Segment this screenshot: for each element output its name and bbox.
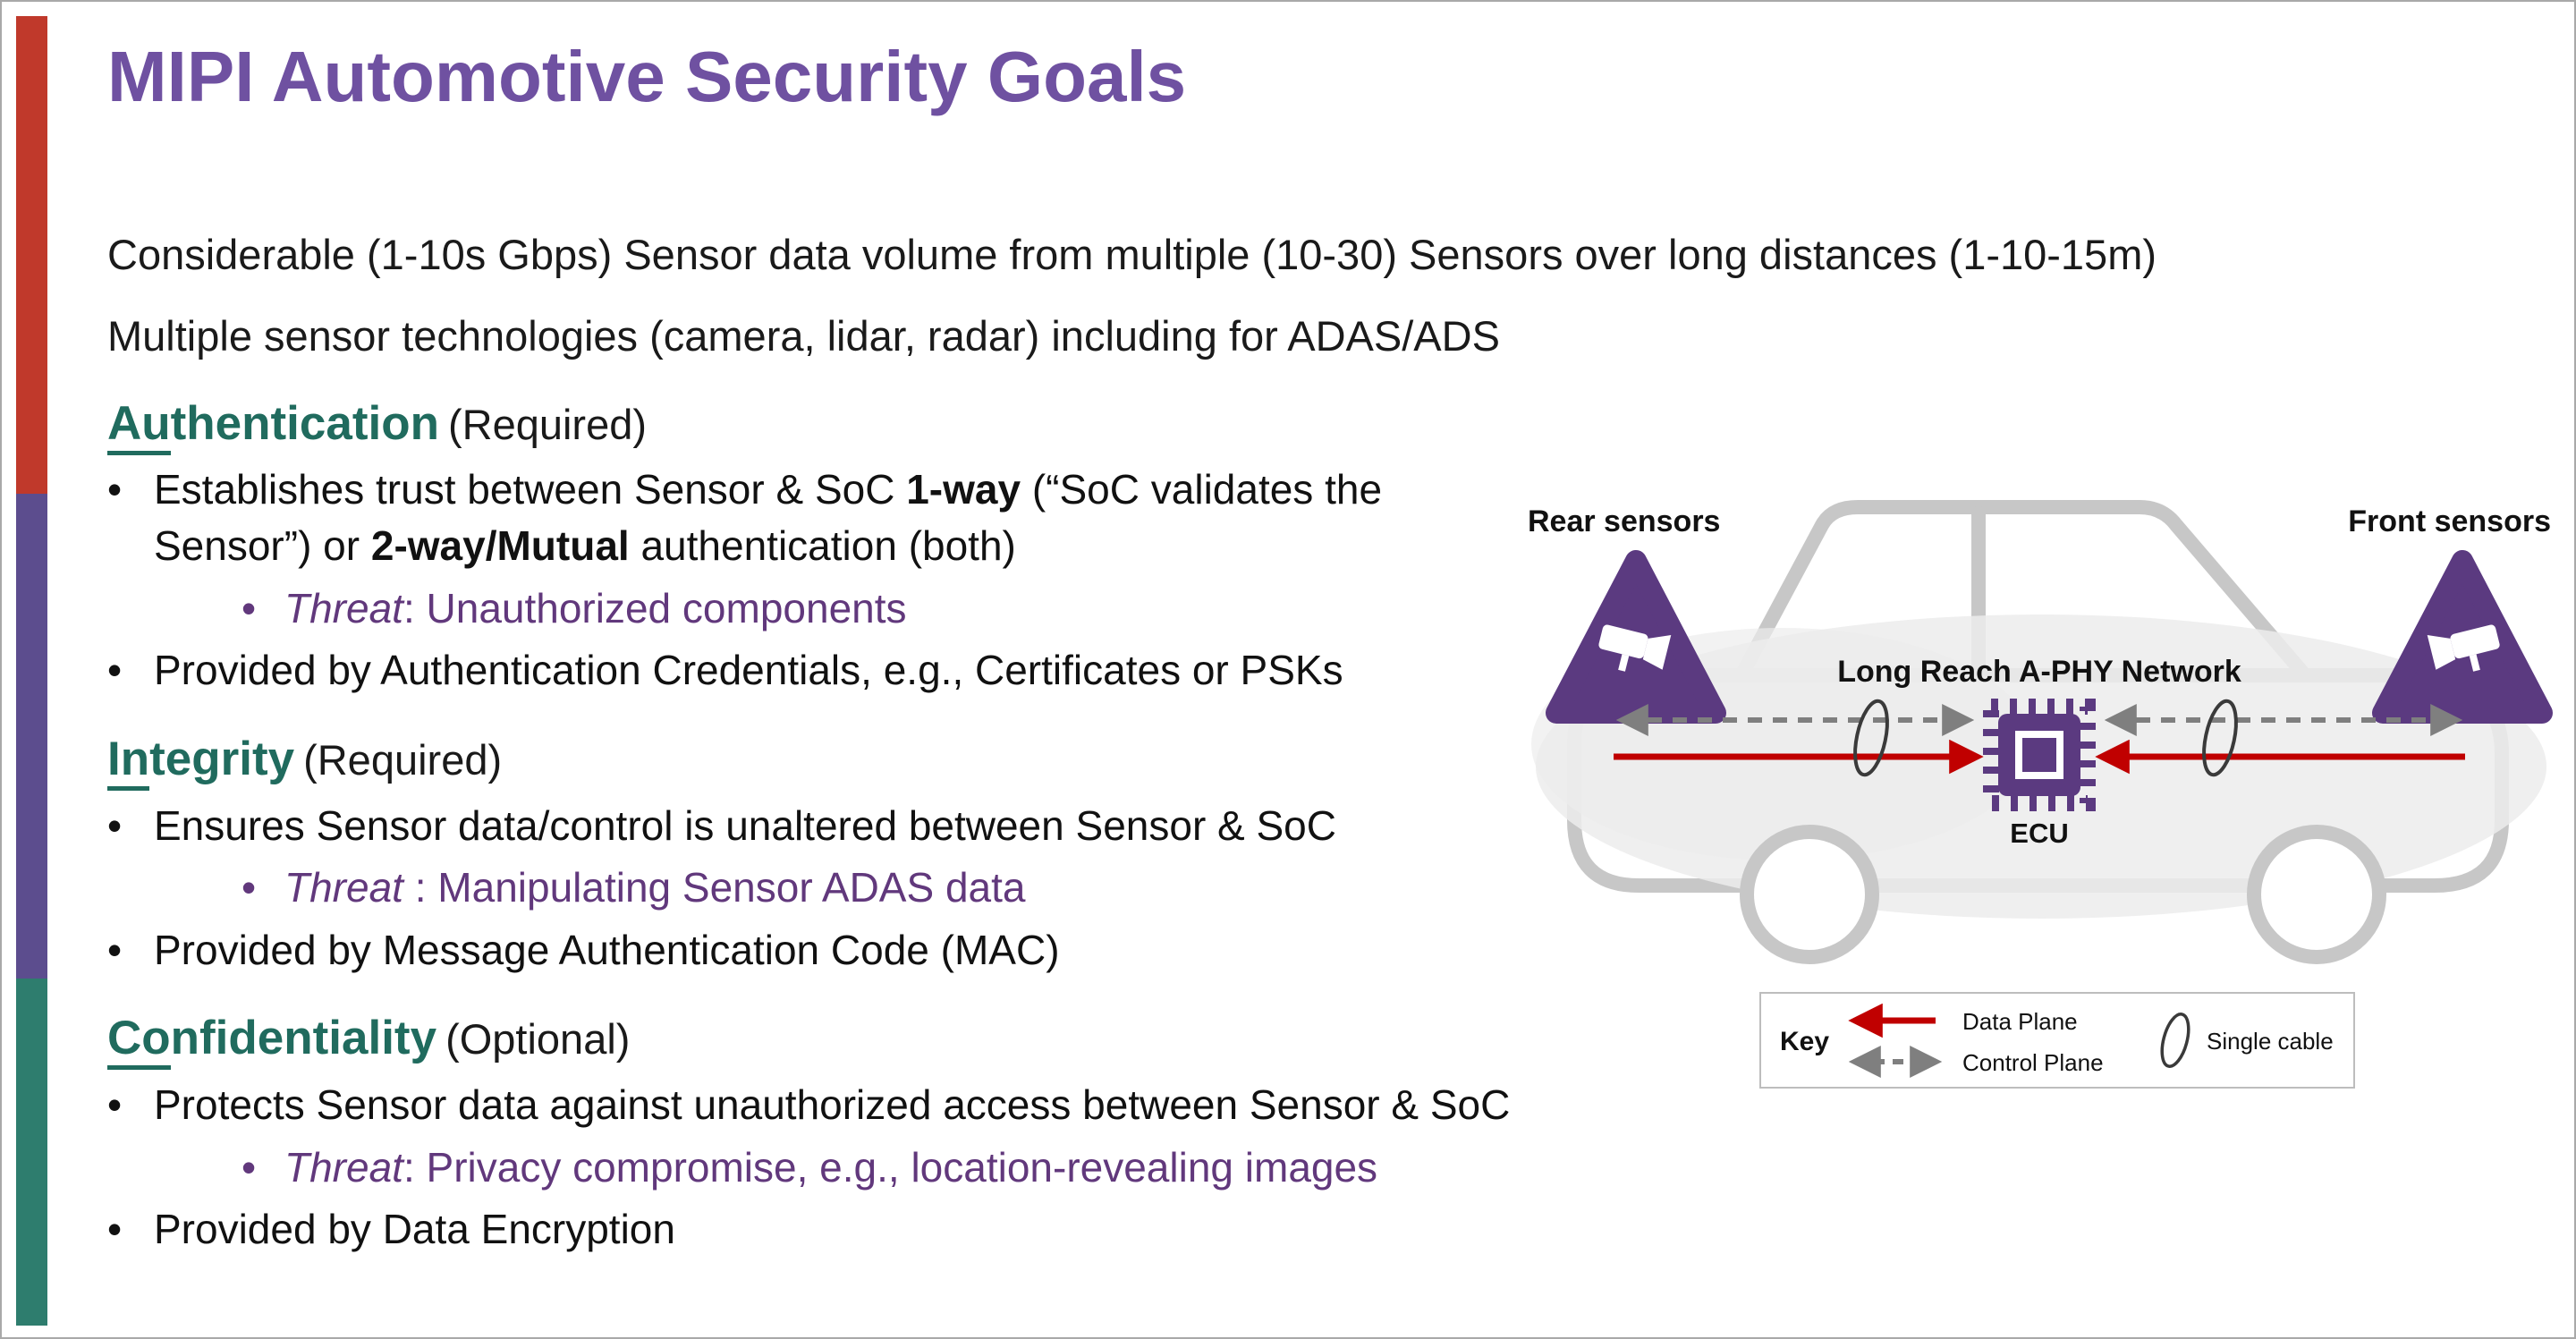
accent-bar-purple-segment	[16, 494, 47, 979]
bullet-item: • Provided by Data Encryption	[107, 1201, 1628, 1258]
bullet-marker: •	[242, 584, 257, 631]
rear-sensors-label: Rear sensors	[1528, 504, 1720, 538]
slide-content: MIPI Automotive Security Goals Considera…	[107, 38, 2522, 1264]
heading-rest: tegrity	[149, 732, 295, 785]
accent-bar-red-segment	[16, 16, 47, 495]
key-control-plane-label: Control Plane	[1962, 1049, 2104, 1076]
heading-rest: thentication	[170, 396, 439, 450]
intro-line-1: Considerable (1-10s Gbps) Sensor data vo…	[107, 231, 2157, 278]
bullet-marker: •	[107, 466, 123, 513]
bullet-text: Provided by Authentication Credentials, …	[154, 647, 1343, 694]
accent-bar-teal-segment	[16, 979, 47, 1326]
key-title: Key	[1780, 1027, 1829, 1056]
threat-bullet-item: • Threat: Privacy compromise, e.g., loca…	[242, 1140, 1628, 1196]
car-wheels	[1740, 825, 2386, 964]
intro-block: Considerable (1-10s Gbps) Sensor data vo…	[107, 229, 2522, 363]
section-heading-confidentiality: Confidentiality(Optional)	[107, 1012, 2522, 1071]
section-qualifier: (Required)	[303, 735, 503, 784]
section-heading-integrity: Integrity(Required)	[107, 732, 2522, 791]
key-single-cable-icon	[2160, 1013, 2190, 1068]
bullet-text: Provided by Message Authentication Code …	[154, 926, 1060, 973]
heading-underlined-letters: Au	[107, 396, 171, 455]
heading-rest: nfidentiality	[170, 1012, 437, 1065]
heading-underlined-letters: Co	[107, 1012, 171, 1071]
ecu-chip-icon	[1983, 699, 2096, 811]
bullet-marker: •	[107, 1081, 123, 1129]
key-legend: Key Data Plane Control Plane Single cabl…	[1759, 992, 2355, 1089]
bullet-text: Provided by Data Encryption	[154, 1206, 675, 1253]
threat-text: Threat: Unauthorized components	[284, 584, 907, 631]
front-sensors-label: Front sensors	[2348, 504, 2551, 538]
section-integrity: Integrity(Required) • Ensures Sensor dat…	[107, 732, 2522, 979]
ecu-label: ECU	[2010, 818, 2068, 849]
bullet-item: • Ensures Sensor data/control is unalter…	[107, 798, 1628, 854]
key-single-cable-label: Single cable	[2207, 1028, 2334, 1055]
bullet-marker: •	[107, 926, 123, 973]
threat-bullet-item: • Threat : Manipulating Sensor ADAS data	[242, 860, 1628, 916]
threat-text: Threat: Privacy compromise, e.g., locati…	[284, 1143, 1378, 1191]
bullet-marker: •	[242, 864, 257, 911]
bullet-text: Establishes trust between Sensor & SoC 1…	[154, 466, 1383, 569]
bullet-marker: •	[107, 647, 123, 694]
section-qualifier: (Required)	[447, 400, 648, 448]
bullet-item: • Provided by Message Authentication Cod…	[107, 922, 1628, 979]
single-cable-icon-right	[2202, 699, 2238, 777]
threat-text: Threat : Manipulating Sensor ADAS data	[284, 864, 1026, 911]
page-title: MIPI Automotive Security Goals	[107, 37, 1187, 116]
threat-bullet-item: • Threat: Unauthorized components	[242, 581, 1628, 637]
bullet-marker: •	[107, 1206, 123, 1253]
rear-camera-icon	[1598, 624, 1672, 672]
section-qualifier: (Optional)	[445, 1015, 631, 1064]
bullet-item: • Protects Sensor data against unauthori…	[107, 1077, 1628, 1133]
front-camera-icon	[2427, 624, 2500, 672]
network-label: Long Reach A-PHY Network	[1837, 655, 2241, 689]
section-confidentiality: Confidentiality(Optional) • Protects Sen…	[107, 1012, 2522, 1258]
bullet-text: Ensures Sensor data/control is unaltered…	[154, 801, 1336, 849]
bullet-marker: •	[242, 1143, 257, 1191]
bullet-item: • Establishes trust between Sensor & SoC…	[107, 462, 1413, 573]
bullet-marker: •	[107, 801, 123, 849]
section-heading-authentication: Authentication(Required)	[107, 396, 2522, 455]
intro-line-2: Multiple sensor technologies (camera, li…	[107, 311, 1500, 360]
edge-accent-bar	[16, 16, 47, 1326]
car-network-diagram: Rear sensors Front sensors Long Reach A-…	[1528, 500, 2553, 1089]
single-cable-icon-left	[1853, 699, 1889, 777]
key-data-plane-label: Data Plane	[1962, 1008, 2078, 1035]
bullet-item: • Provided by Authentication Credentials…	[107, 642, 1628, 699]
heading-underlined-letters: In	[107, 732, 150, 791]
section-authentication: Authentication(Required) • Establishes t…	[107, 396, 2522, 699]
bullet-text: Protects Sensor data against unauthorize…	[154, 1081, 1511, 1129]
front-sensor-triangle	[2372, 550, 2553, 724]
